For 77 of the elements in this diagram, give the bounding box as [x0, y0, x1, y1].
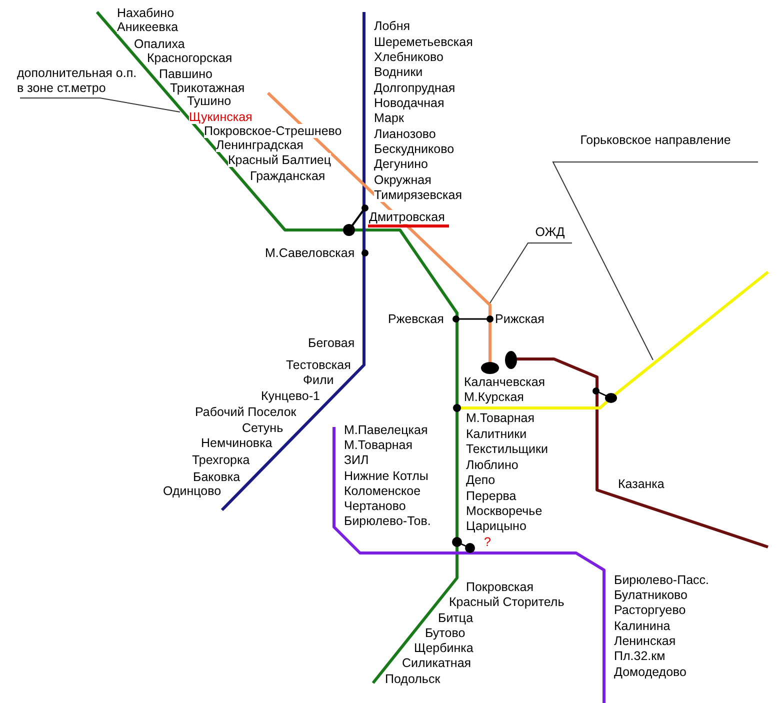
station-label: Битца — [438, 611, 474, 625]
station-label: Одинцово — [163, 484, 222, 498]
station-label: Подольск — [385, 672, 440, 686]
station-label: Марк — [374, 111, 404, 125]
station-label: Нахабино — [117, 6, 174, 20]
station-label: Ржевская — [388, 312, 444, 326]
station-label: Павшино — [159, 67, 212, 81]
station-label: Покровское-Стрешнево — [204, 124, 342, 138]
station-label: Расторгуево — [614, 603, 686, 617]
station-label: Дегунино — [374, 157, 428, 171]
station-label: Лобня — [374, 19, 410, 33]
station-label: Домодедово — [614, 665, 686, 679]
question-mark: ? — [484, 535, 491, 549]
station-label: Бирюлево-Тов. — [344, 514, 431, 528]
station-label: М.Товарная — [344, 438, 413, 452]
station-label: Опалиха — [134, 37, 185, 51]
station-label: Калитники — [466, 427, 527, 441]
station-label: Дмитровская — [369, 210, 445, 224]
station-label: Перерва — [466, 489, 516, 503]
station-label: Трикотажная — [170, 81, 245, 95]
station-label: Текстильщики — [466, 442, 548, 456]
station-label: Бирюлево-Пасс. — [614, 573, 710, 587]
station-label: М.Товарная — [466, 411, 535, 425]
station-label: Сетунь — [242, 421, 284, 435]
station-label: Тимирязевская — [374, 188, 462, 202]
station-label: М.Савеловская — [265, 246, 355, 260]
direction-label: Горьковское направление — [579, 132, 732, 149]
station-label: ЗИЛ — [344, 453, 369, 467]
station-label: Лианозово — [374, 127, 436, 141]
station-label: Долгопрудная — [374, 81, 456, 95]
station-label: Гражданская — [250, 169, 326, 183]
station-label: Красный Балтиец — [228, 153, 332, 167]
station-label: Красногорская — [147, 51, 232, 65]
station-label: М.Павелецкая — [344, 423, 428, 437]
station-label: Коломенское — [344, 484, 421, 498]
station-label: Трехгорка — [192, 453, 250, 467]
station-label: Люблино — [466, 458, 518, 472]
station-label: Булатниково — [614, 588, 688, 602]
station-label: Красный Сторитель — [449, 595, 564, 609]
station-label: Рижская — [495, 312, 544, 326]
station-label: М.Курская — [464, 390, 524, 404]
station-label: Бутово — [425, 626, 466, 640]
station-label: Покровская — [466, 580, 534, 594]
station-label: Фили — [303, 373, 334, 387]
station-label: Чертаново — [344, 499, 406, 513]
station-label: Каланчевская — [464, 375, 546, 389]
station-label: Немчиновка — [201, 436, 272, 450]
station-label: Бескудниково — [374, 142, 454, 156]
station-label: Баковка — [193, 470, 240, 484]
leader-line — [490, 242, 572, 304]
station-label: Пл.32.км — [614, 649, 666, 663]
station-label: Щукинская — [189, 110, 252, 124]
station-label: Ленинградская — [216, 138, 304, 152]
station-label: Нижние Котлы — [344, 469, 428, 483]
station-label: Тушино — [187, 94, 232, 108]
station-label: Калинина — [614, 619, 670, 633]
note-text: дополнительная о.п. в зоне ст.метро — [17, 66, 138, 96]
station-label: Депо — [466, 473, 496, 487]
station-label: Окружная — [374, 173, 432, 187]
station-label: Хлебниково — [374, 50, 444, 64]
leader-line — [552, 162, 758, 360]
direction-label: ОЖД — [534, 224, 566, 241]
station-label: Москворечье — [466, 504, 542, 518]
station-label: Щербинка — [414, 641, 474, 655]
station-label: Рабочий Поселок — [195, 405, 296, 419]
station-label: Шереметьевская — [374, 35, 473, 49]
station-label: Царицыно — [466, 519, 526, 533]
station-label: Тестовская — [286, 358, 351, 372]
station-label: Аникеевка — [117, 20, 178, 34]
station-label: Водники — [374, 65, 423, 79]
station-label: Ленинская — [614, 634, 676, 648]
station-label: Новодачная — [374, 96, 444, 110]
station-label: Беговая — [308, 336, 355, 350]
leader-line — [20, 98, 180, 112]
station-label: Казанка — [618, 477, 664, 491]
station-label: Силикатная — [402, 656, 472, 670]
station-label: Кунцево-1 — [261, 389, 320, 403]
